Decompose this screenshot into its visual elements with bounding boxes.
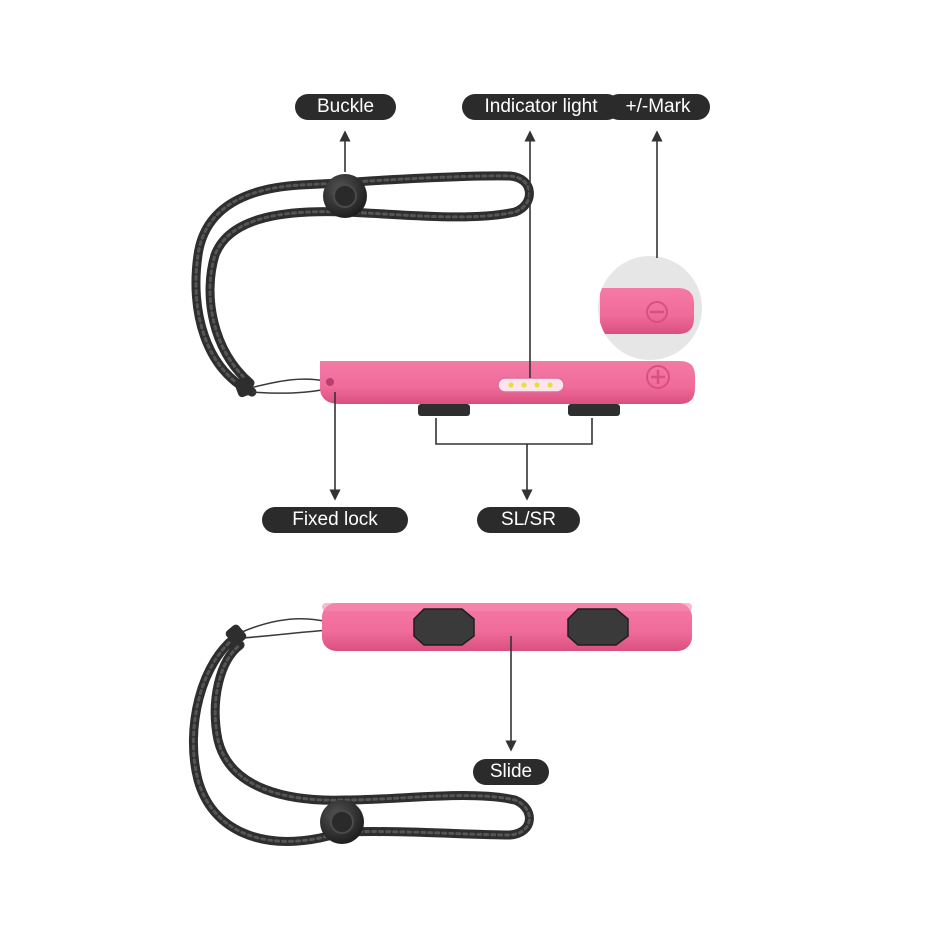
minus-mark-zoom-inset	[598, 256, 702, 360]
bottom-strap-rope	[188, 618, 534, 846]
slide-rail-button-left	[413, 608, 475, 646]
label-indicator-light: Indicator light	[462, 94, 620, 120]
label-sl-sr: SL/SR	[477, 507, 580, 533]
bottom-buckle-icon	[320, 800, 364, 844]
label-plus-minus-mark: +/-Mark	[606, 94, 710, 120]
top-strap-rope	[191, 171, 534, 398]
plus-mark-icon	[646, 365, 670, 389]
bottom-device-body	[322, 603, 692, 651]
label-slide: Slide	[473, 759, 549, 785]
slide-rail-button-right	[567, 608, 629, 646]
minus-mark-icon	[646, 301, 668, 323]
sr-button-icon	[568, 404, 620, 416]
buckle-icon	[323, 174, 367, 218]
indicator-light-icon	[497, 377, 565, 393]
sl-button-icon	[418, 404, 470, 416]
callout-lines-top	[329, 130, 663, 501]
label-buckle: Buckle	[295, 94, 396, 120]
label-fixed-lock: Fixed lock	[262, 507, 408, 533]
